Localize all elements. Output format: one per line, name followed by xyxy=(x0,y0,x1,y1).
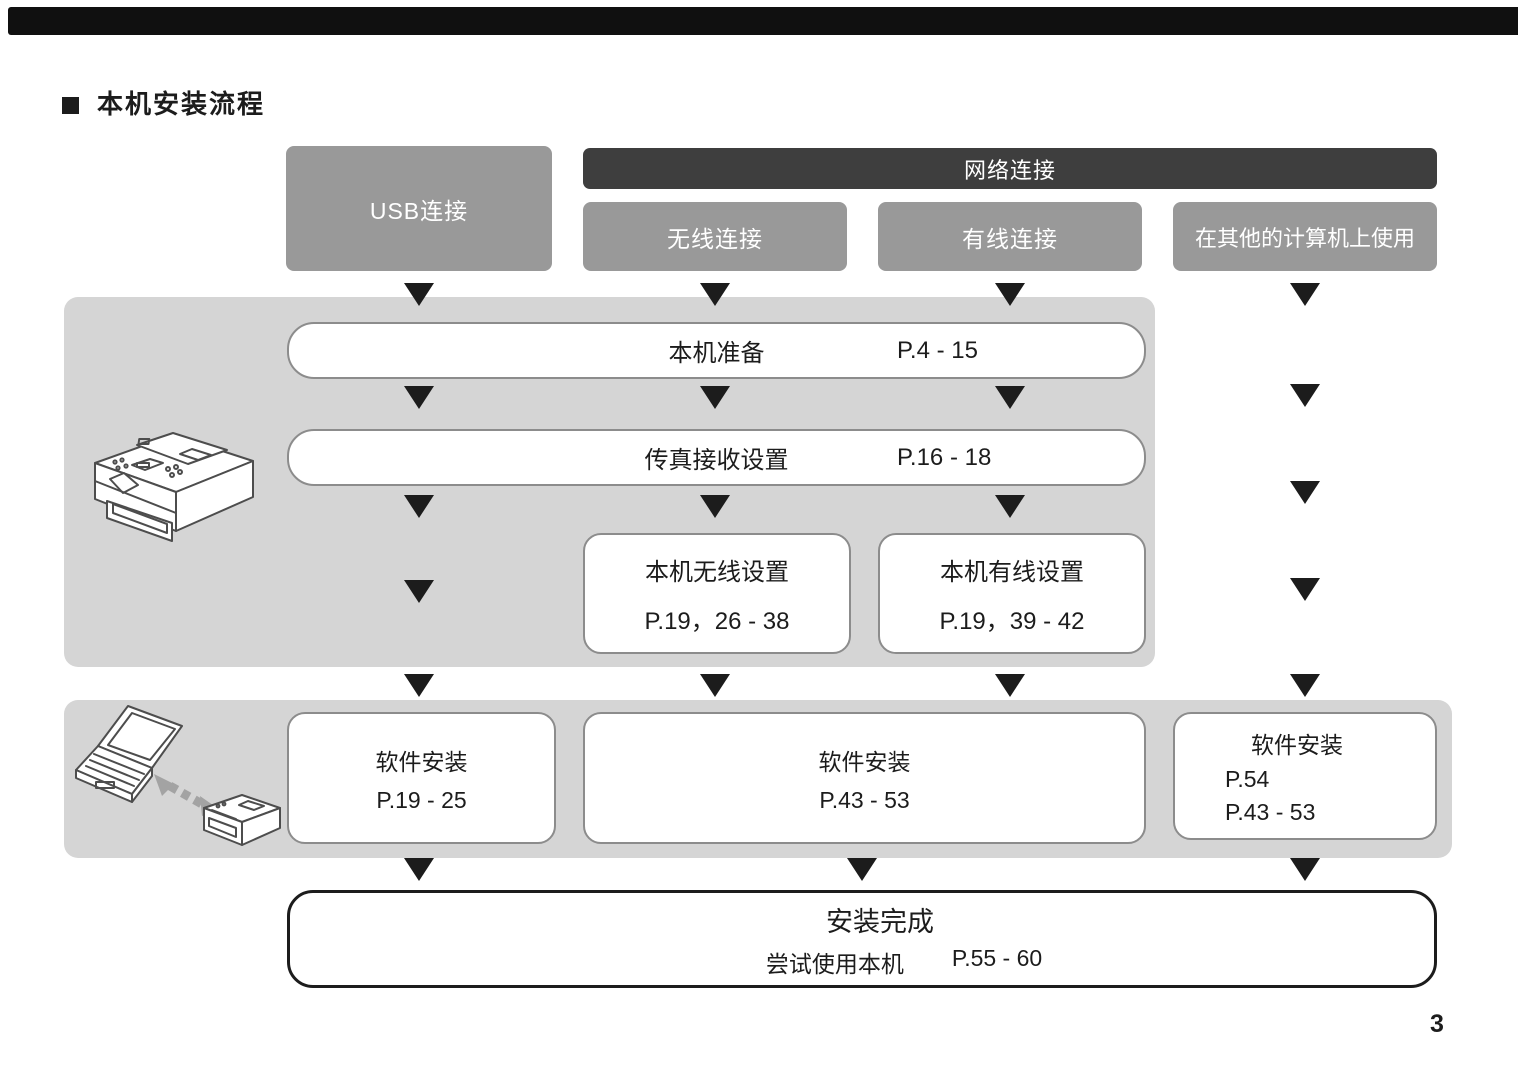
step-wireless-setup-box: 本机无线设置 P.19，26 - 38 xyxy=(583,533,851,654)
arrow-down-icon xyxy=(404,495,434,518)
step-wired-setup-label: 本机有线设置 xyxy=(940,558,1084,586)
step-complete-label: 安装完成 xyxy=(826,906,934,937)
printer-small-icon xyxy=(203,794,281,846)
step-wireless-setup-pages: P.19，26 - 38 xyxy=(644,607,790,635)
arrow-down-icon xyxy=(1290,674,1320,697)
arrow-down-icon xyxy=(995,674,1025,697)
arrow-down-icon xyxy=(995,386,1025,409)
arrow-down-icon xyxy=(700,495,730,518)
step-software-other-pages1: P.54 xyxy=(1225,766,1270,792)
connection-wireless-box: 无线连接 xyxy=(583,202,847,271)
arrow-down-icon xyxy=(404,674,434,697)
step-complete-box: 安装完成 尝试使用本机 P.55 - 60 xyxy=(287,890,1437,988)
connection-wired-label: 有线连接 xyxy=(962,225,1058,252)
step-software-usb-label: 软件安装 xyxy=(375,748,468,775)
top-border-bar xyxy=(8,7,1518,35)
step-software-network-label: 软件安装 xyxy=(818,748,911,775)
page-number: 3 xyxy=(1430,1010,1444,1038)
step-software-network-box: 软件安装 P.43 - 53 xyxy=(583,712,1146,844)
page-title: 本机安装流程 xyxy=(97,89,266,119)
step-complete-pages: P.55 - 60 xyxy=(951,944,1043,971)
laptop-printer-link-icon xyxy=(75,705,281,846)
step-prepare-box: 本机准备 P.4 - 15 xyxy=(287,322,1146,379)
arrow-down-icon xyxy=(700,386,730,409)
network-connection-label: 网络连接 xyxy=(963,157,1056,183)
arrow-down-icon xyxy=(1290,578,1320,601)
step-prepare-pages: P.4 - 15 xyxy=(897,336,978,364)
step-software-usb-pages: P.19 - 25 xyxy=(376,786,467,813)
step-software-other-pages2: P.43 - 53 xyxy=(1225,799,1316,825)
connection-other-computer-box: 在其他的计算机上使用 xyxy=(1173,202,1437,271)
arrow-down-icon xyxy=(700,674,730,697)
square-bullet-icon xyxy=(62,97,79,114)
arrow-down-icon xyxy=(847,858,877,881)
arrow-down-icon xyxy=(1290,481,1320,504)
step-software-usb-box: 软件安装 P.19 - 25 xyxy=(287,712,556,844)
step-wired-setup-box: 本机有线设置 P.19，39 - 42 xyxy=(878,533,1146,654)
step-software-other-box: 软件安装 P.54 P.43 - 53 xyxy=(1173,712,1437,840)
step-complete-note: 尝试使用本机 xyxy=(765,950,904,977)
arrow-down-icon xyxy=(1290,384,1320,407)
step-wired-setup-pages: P.19，39 - 42 xyxy=(939,607,1085,635)
step-prepare-label: 本机准备 xyxy=(668,340,765,367)
arrow-down-icon xyxy=(700,283,730,306)
step-wireless-setup-label: 本机无线设置 xyxy=(645,558,789,586)
arrow-down-icon xyxy=(404,580,434,603)
step-fax-setup-box: 传真接收设置 P.16 - 18 xyxy=(287,429,1146,486)
arrow-down-icon xyxy=(995,283,1025,306)
connection-wired-box: 有线连接 xyxy=(878,202,1142,271)
connection-other-computer-label: 在其他的计算机上使用 xyxy=(1194,225,1415,251)
arrow-down-icon xyxy=(1290,858,1320,881)
network-connection-bar: 网络连接 xyxy=(583,148,1437,189)
connection-usb-box: USB连接 xyxy=(286,146,552,271)
connection-wireless-label: 无线连接 xyxy=(667,225,763,252)
step-software-other-label: 软件安装 xyxy=(1251,732,1343,758)
laptop-icon xyxy=(75,705,183,803)
arrow-down-icon xyxy=(404,283,434,306)
printer-icon xyxy=(94,432,254,542)
arrow-down-icon xyxy=(404,858,434,881)
arrow-down-icon xyxy=(995,495,1025,518)
arrow-down-icon xyxy=(404,386,434,409)
step-fax-setup-label: 传真接收设置 xyxy=(644,447,789,474)
arrow-down-icon xyxy=(1290,283,1320,306)
connection-usb-label: USB连接 xyxy=(369,197,469,224)
step-software-network-pages: P.43 - 53 xyxy=(819,786,910,813)
step-fax-setup-pages: P.16 - 18 xyxy=(897,443,992,471)
